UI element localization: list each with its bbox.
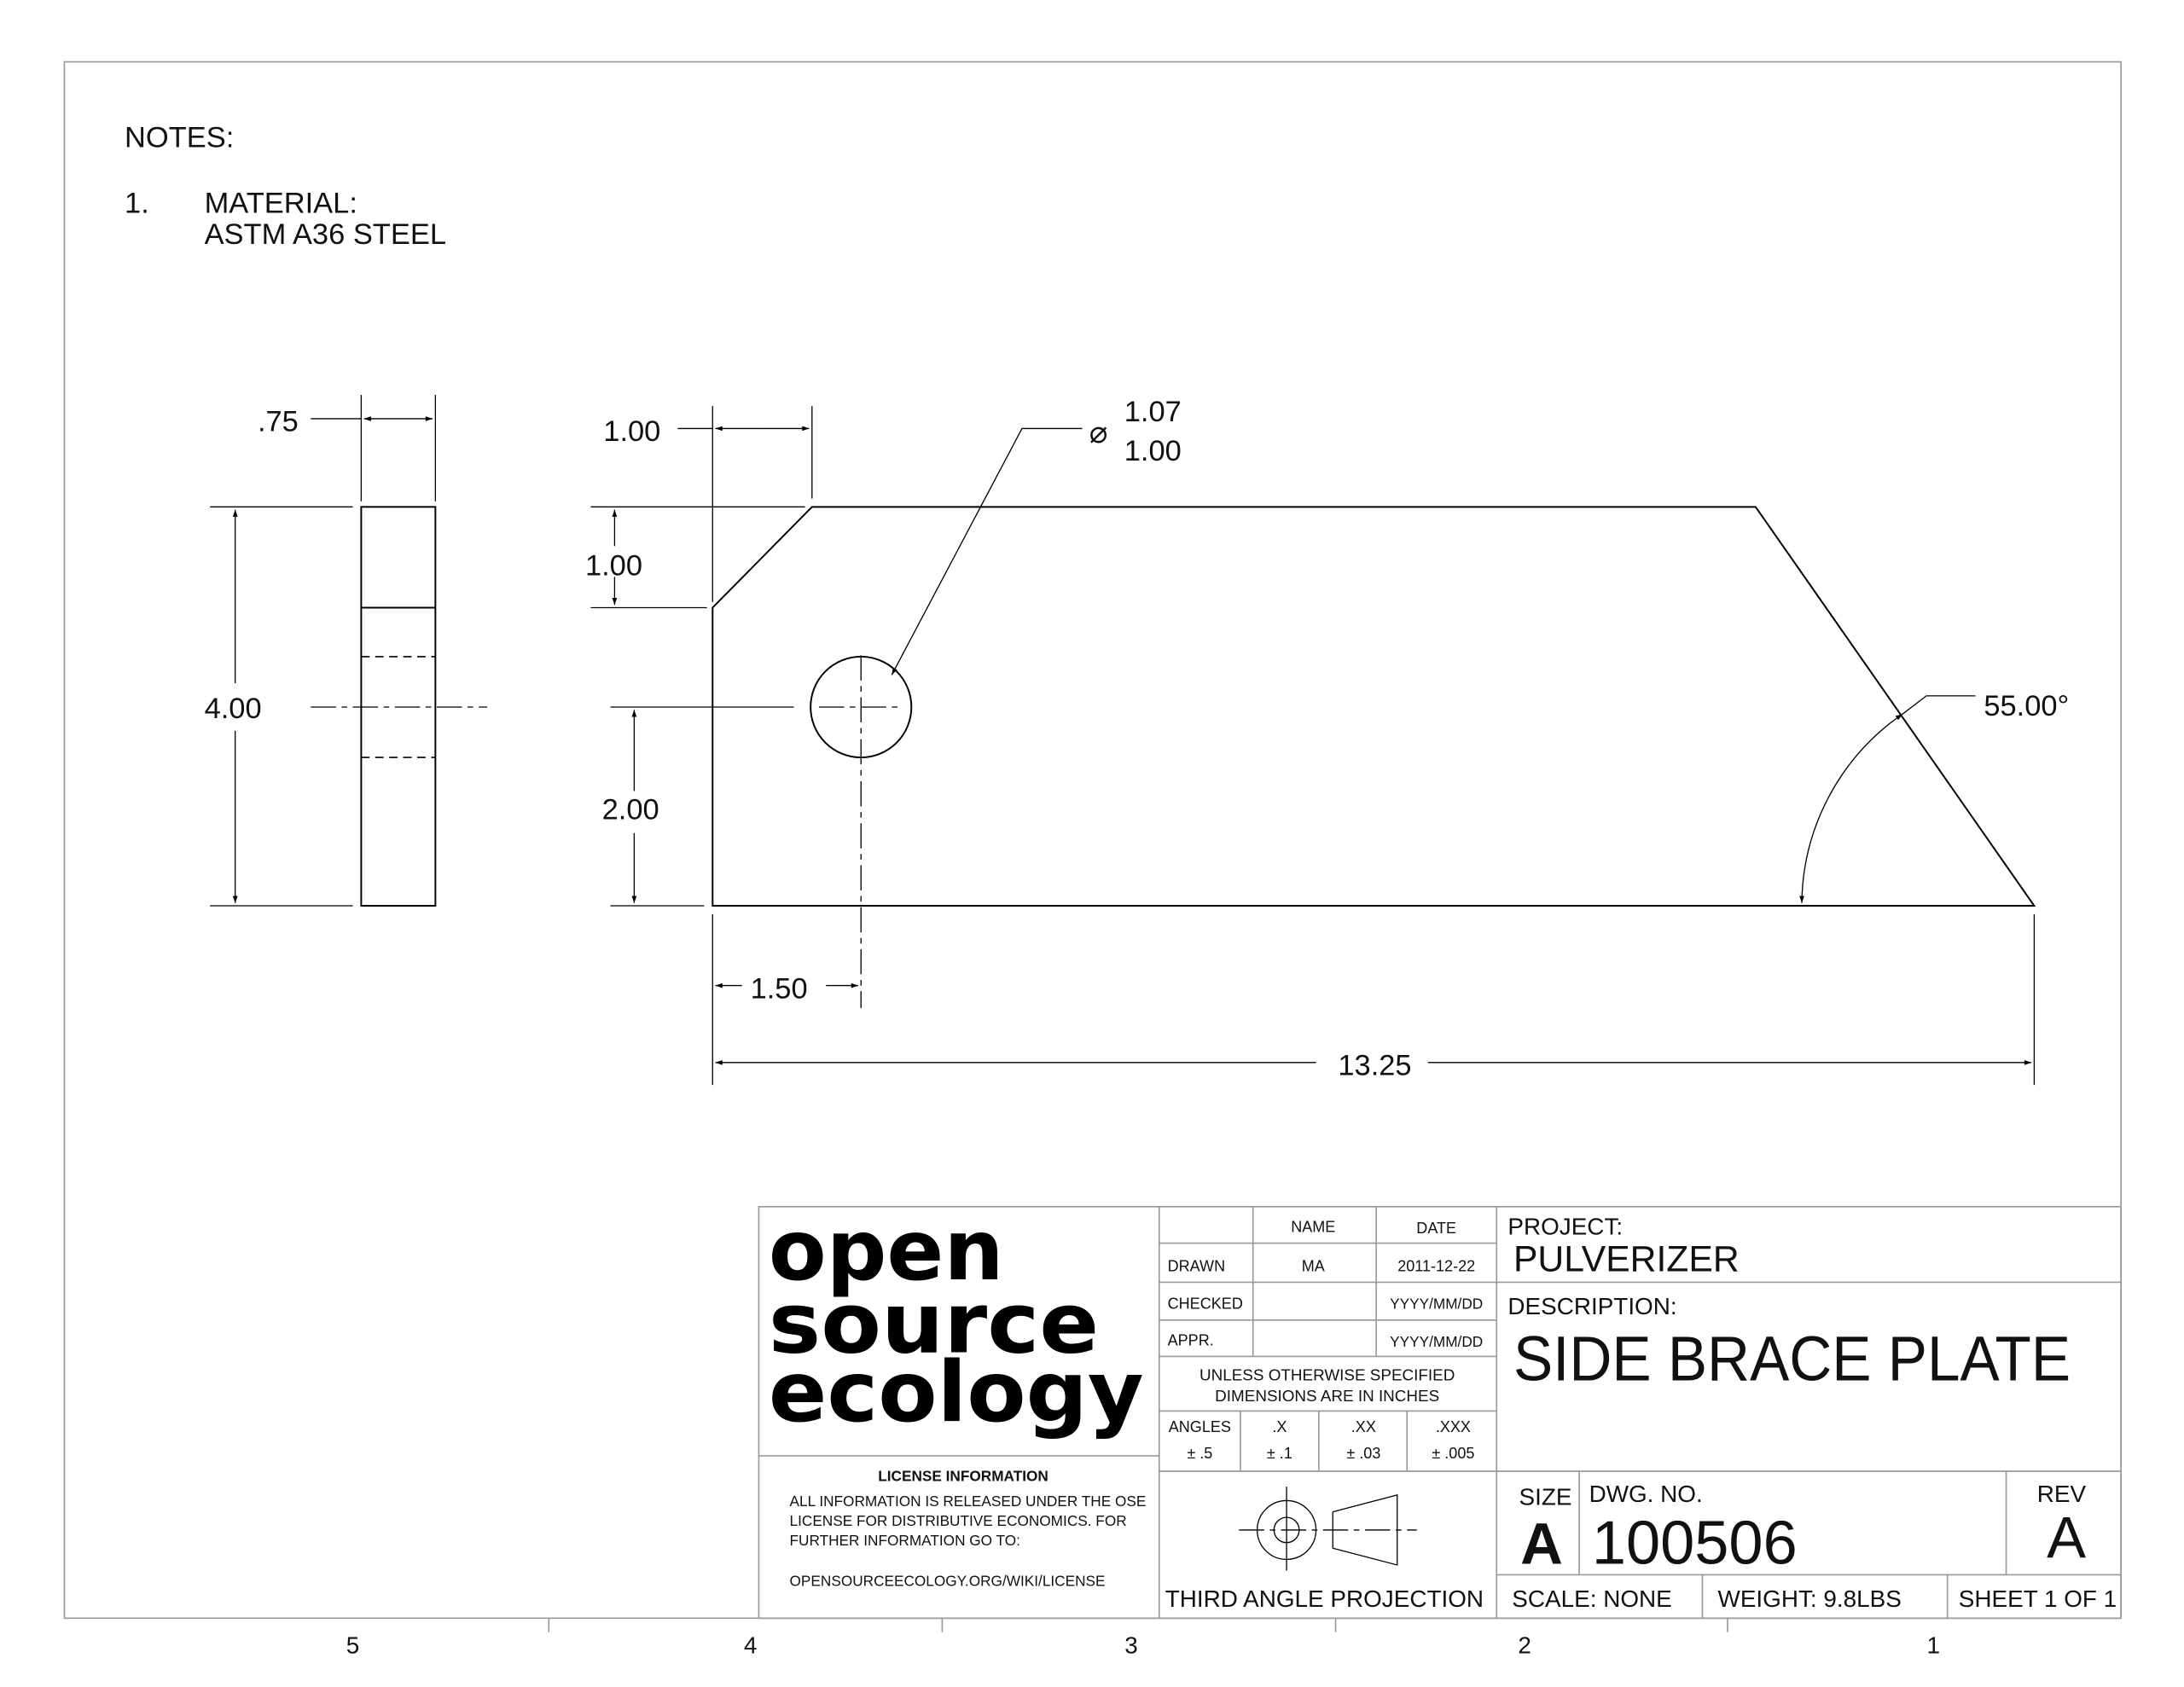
zone-4: 4 — [744, 1632, 758, 1658]
dim-hole-dia-max: 1.07 — [1124, 396, 1182, 428]
unless-line: DIMENSIONS ARE IN INCHES — [1215, 1387, 1439, 1405]
description-label: DESCRIPTION: — [1507, 1293, 1676, 1319]
tolerance-value: ± .005 — [1432, 1445, 1474, 1462]
dim-side-thickness: .75 — [258, 406, 299, 438]
note-number: 1. — [125, 188, 149, 220]
appr-date: YYYY/MM/DD — [1390, 1333, 1483, 1350]
rev-value: A — [2047, 1505, 2086, 1571]
sheet: SHEET 1 OF 1 — [1959, 1586, 2117, 1612]
zone-3: 3 — [1124, 1632, 1138, 1658]
dim-angle: 55.00° — [1984, 690, 2069, 722]
tolerance-value: ± .03 — [1346, 1445, 1380, 1462]
dim-hole-height: 2.00 — [602, 793, 659, 826]
third-angle-projection-icon — [1239, 1487, 1417, 1571]
title-block: open source ecology LICENSE INFORMATION … — [758, 1203, 2122, 1620]
row-label: CHECKED — [1168, 1296, 1243, 1313]
zone-1: 1 — [1926, 1632, 1940, 1658]
drawn-date: 2011-12-22 — [1397, 1257, 1475, 1274]
size-value: A — [1520, 1510, 1563, 1576]
project-name: PULVERIZER — [1513, 1238, 1740, 1279]
dim-overall-length: 13.25 — [1338, 1050, 1411, 1082]
license-line: FURTHER INFORMATION GO TO: — [790, 1532, 1020, 1549]
description-value: SIDE BRACE PLATE — [1513, 1323, 2071, 1394]
svg-text:ecology: ecology — [769, 1344, 1144, 1441]
dwg-label: DWG. NO. — [1589, 1481, 1703, 1507]
open-source-ecology-logo: open source ecology — [769, 1203, 1144, 1441]
svg-text:source: source — [769, 1276, 1099, 1373]
drawn-name: MA — [1302, 1257, 1325, 1274]
unless-line: UNLESS OTHERWISE SPECIFIED — [1199, 1365, 1455, 1383]
zone-2: 2 — [1518, 1632, 1531, 1658]
side-view: .75 4.00 — [205, 395, 488, 907]
note-material-value: ASTM A36 STEEL — [205, 218, 446, 251]
tolerance-label: .X — [1272, 1418, 1287, 1435]
tolerance-value: ± .1 — [1267, 1445, 1292, 1462]
project-label: PROJECT: — [1507, 1214, 1623, 1240]
weight: WEIGHT: 9.8LBS — [1718, 1586, 1902, 1612]
tolerance-label: .XXX — [1436, 1418, 1471, 1435]
dim-hole-dia-min: 1.00 — [1124, 435, 1182, 467]
tolerance-label: ANGLES — [1169, 1418, 1231, 1435]
header-date: DATE — [1416, 1220, 1456, 1237]
notes-heading: NOTES: — [125, 122, 234, 154]
checked-date: YYYY/MM/DD — [1390, 1296, 1483, 1313]
license-heading: LICENSE INFORMATION — [878, 1467, 1048, 1484]
dim-side-height: 4.00 — [205, 693, 262, 725]
projection-label: THIRD ANGLE PROJECTION — [1165, 1586, 1484, 1612]
row-label: APPR. — [1168, 1331, 1214, 1348]
license-line: LICENSE FOR DISTRIBUTIVE ECONOMICS. FOR — [790, 1512, 1127, 1529]
tolerance-value: ± .5 — [1187, 1445, 1212, 1462]
dim-hole-offset: 1.50 — [751, 972, 808, 1005]
front-view: 1.00 1.00 2.00 1.50 13.25 ⌀ 1.07 1.00 55… — [585, 396, 2069, 1086]
rev-label: REV — [2037, 1481, 2087, 1507]
header-name: NAME — [1291, 1218, 1335, 1235]
zone-markers: 5 4 3 2 1 — [346, 1618, 1940, 1658]
dwg-number: 100506 — [1592, 1509, 1798, 1577]
license-line: ALL INFORMATION IS RELEASED UNDER THE OS… — [790, 1493, 1147, 1510]
dim-chamfer-height: 1.00 — [585, 550, 642, 583]
notes: NOTES: 1. MATERIAL: ASTM A36 STEEL — [125, 122, 446, 251]
tolerance-label: .XX — [1351, 1418, 1376, 1435]
dim-chamfer-width: 1.00 — [603, 415, 660, 448]
license-url: OPENSOURCEECOLOGY.ORG/WIKI/LICENSE — [790, 1573, 1106, 1590]
size-label: SIZE — [1519, 1483, 1572, 1510]
scale: SCALE: NONE — [1512, 1586, 1671, 1612]
row-label: DRAWN — [1168, 1257, 1226, 1274]
svg-text:open: open — [769, 1203, 1004, 1300]
zone-5: 5 — [346, 1632, 360, 1658]
note-material-label: MATERIAL: — [205, 188, 357, 220]
diameter-symbol: ⌀ — [1089, 415, 1108, 449]
